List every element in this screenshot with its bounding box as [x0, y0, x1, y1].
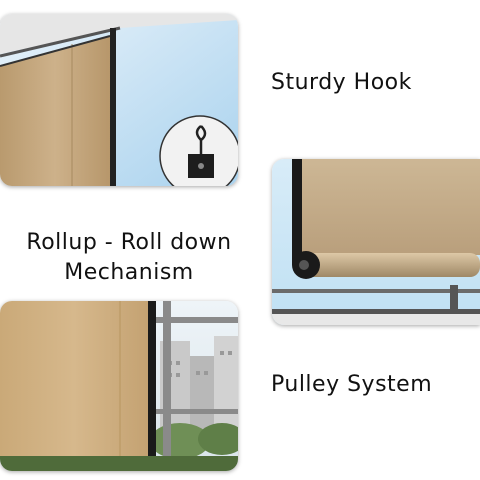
rollup-caption-line2: Mechanism	[64, 260, 194, 285]
pulley-system-caption: Pulley System	[271, 372, 433, 397]
hook-photo	[0, 14, 238, 186]
rollup-photo	[272, 159, 480, 325]
rollup-caption-line1: Rollup - Roll down	[26, 230, 232, 255]
sturdy-hook-caption: Sturdy Hook	[271, 70, 412, 95]
pulley-photo	[0, 301, 238, 471]
